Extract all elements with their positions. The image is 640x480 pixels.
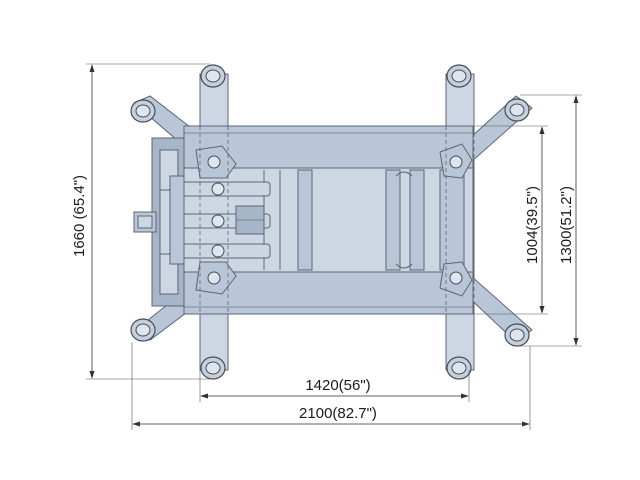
pad-bottom-right-vertical xyxy=(446,356,472,380)
hidden-lines xyxy=(199,126,475,314)
pad-top-right-vertical xyxy=(446,64,472,88)
hydraulic-cylinders xyxy=(169,175,271,265)
dim-frame-width-outer: 1300(51.2") xyxy=(520,94,582,347)
dim-frame-width-inner: 1004(39.5") xyxy=(474,125,548,315)
dim-label-arm-span-outer: 2100(82.7") xyxy=(299,405,377,422)
dim-label-frame-width-outer: 1300(51.2") xyxy=(558,186,575,264)
dim-label-arm-span-inner: 1420(56") xyxy=(305,377,370,394)
pad-top-left-diagonal xyxy=(130,99,156,123)
arm-pads xyxy=(130,64,530,380)
dim-arm-span-outer: 2100(82.7") xyxy=(131,342,531,430)
pad-bottom-left-diagonal xyxy=(130,318,156,342)
pad-top-left-vertical xyxy=(200,64,226,88)
lift-assembly xyxy=(130,64,533,380)
dim-label-frame-width-inner: 1004(39.5") xyxy=(524,186,541,264)
dim-arm-span-inner: 1420(56") xyxy=(199,370,470,402)
dim-overall-height: 1660 (65.4") xyxy=(71,63,210,380)
pad-bottom-right-diagonal xyxy=(504,323,530,347)
pad-top-right-diagonal xyxy=(504,98,530,122)
dim-label-overall-height: 1660 (65.4") xyxy=(71,175,88,257)
pad-bottom-left-vertical xyxy=(200,356,226,380)
pivot-plates xyxy=(195,143,473,297)
